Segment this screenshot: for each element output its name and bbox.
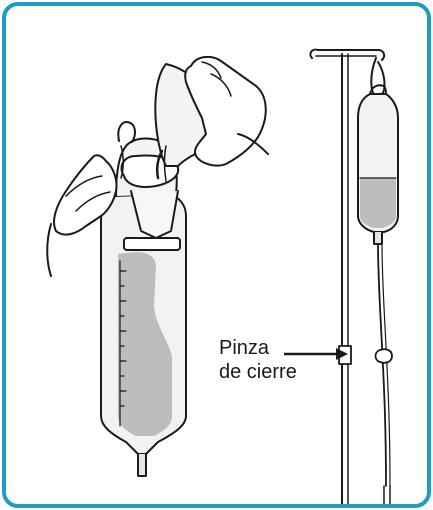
pole-hook	[371, 58, 384, 96]
iv-bag-illustration	[6, 6, 431, 508]
bag-label-strip	[124, 238, 180, 250]
bag-spout	[138, 454, 146, 476]
clamp-label-line-2: de cierre	[219, 360, 339, 384]
filling-bag-scene	[47, 57, 268, 476]
tube-clamp	[376, 349, 393, 363]
iv-pole-scene	[310, 50, 398, 506]
bag-hanger	[118, 122, 135, 142]
pole-arm	[310, 50, 384, 60]
clamp-label-line-1: Pinza	[219, 336, 339, 360]
drip-chamber	[374, 232, 382, 244]
hanging-bag-liquid	[360, 178, 396, 228]
feeding-tube	[378, 244, 386, 486]
clamp-label: Pinza de cierre	[219, 336, 339, 384]
